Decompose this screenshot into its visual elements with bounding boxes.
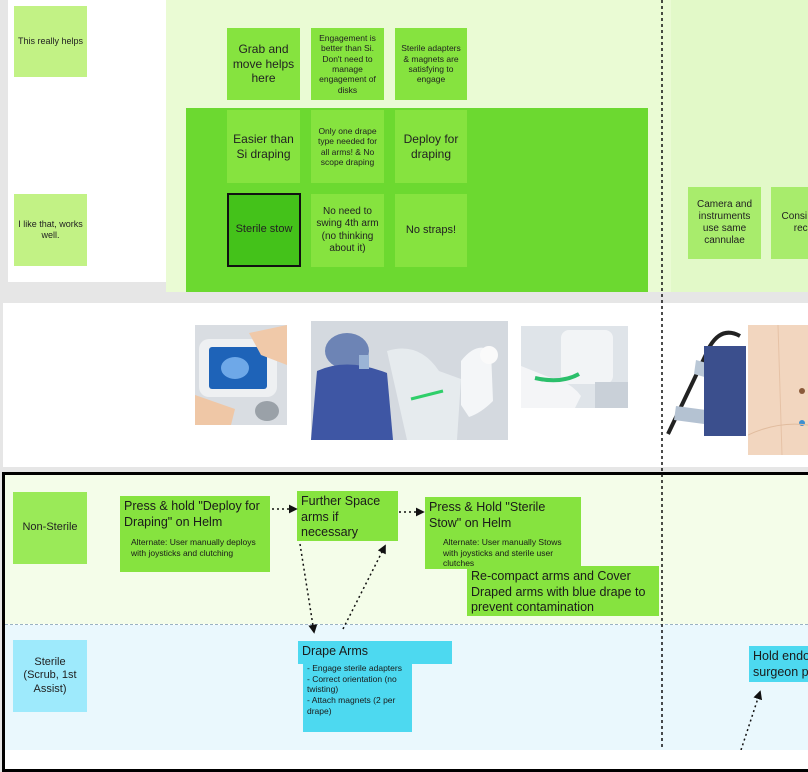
step-sterile-stow-alternate[interactable]: Alternate: User manually Stows with joys… (439, 533, 581, 569)
step-hold-endoscope[interactable]: Hold endo surgeon p (749, 646, 808, 682)
step-drape-arms[interactable]: Drape Arms (298, 641, 452, 664)
note-sterile-stow-selected[interactable]: Sterile stow (227, 193, 301, 267)
step-deploy-alternate-text: Alternate: User manually deploys with jo… (131, 537, 256, 558)
step-drape-arms-details-text: - Engage sterile adapters - Correct orie… (307, 663, 402, 716)
helm-touchscreen-photo (195, 325, 287, 425)
note-grab-and-move[interactable]: Grab and move helps here (227, 28, 300, 100)
step-deploy-alternate[interactable]: Alternate: User manually deploys with jo… (127, 533, 270, 572)
endoscope-handling-photo (666, 326, 746, 436)
note-engagement-better[interactable]: Engagement is better than Si. Don't need… (311, 28, 384, 100)
sterile-adapter-photo (521, 326, 628, 408)
note-camera-and-instruments[interactable]: Camera and instruments use same cannulae (688, 187, 761, 259)
note-deploy-for-draping[interactable]: Deploy for draping (395, 110, 467, 183)
row-label-i-like-that[interactable]: I like that, works well. (14, 194, 87, 266)
row-label-this-really-helps[interactable]: This really helps (14, 6, 87, 77)
step-sterile-stow-title: Press & Hold "Sterile Stow" on Helm (429, 500, 546, 530)
note-consi-sim-reco[interactable]: Consi sim reco (771, 187, 808, 259)
lane-divider (5, 624, 808, 625)
step-further-space-title: Further Space arms if necessary (301, 494, 381, 540)
step-hold-endoscope-title: Hold endo surgeon p (753, 649, 808, 679)
surgeon-draping-photo (311, 321, 508, 440)
step-drape-arms-title: Drape Arms (302, 644, 368, 658)
step-drape-arms-details[interactable]: - Engage sterile adapters - Correct orie… (303, 661, 412, 732)
patient-abdomen-illustration (748, 325, 808, 455)
note-no-straps[interactable]: No straps! (395, 194, 467, 267)
step-further-space-arms[interactable]: Further Space arms if necessary (297, 491, 398, 541)
note-sterile-adapters[interactable]: Sterile adapters & magnets are satisfyin… (395, 28, 467, 100)
step-sterile-stow-alternate-text: Alternate: User manually Stows with joys… (443, 537, 562, 569)
lane-label-sterile[interactable]: Sterile (Scrub, 1st Assist) (13, 640, 87, 712)
note-easier-than-si[interactable]: Easier than Si draping (227, 110, 300, 183)
lane-label-non-sterile[interactable]: Non-Sterile (13, 492, 87, 564)
note-one-drape-type[interactable]: Only one drape type needed for all arms!… (311, 110, 384, 183)
step-recompact-title: Re-compact arms and Cover Draped arms wi… (471, 569, 646, 615)
step-deploy-title: Press & hold "Deploy for Draping" on Hel… (124, 499, 260, 529)
note-no-swing-4th-arm[interactable]: No need to swing 4th arm (no thinking ab… (311, 194, 384, 267)
step-recompact-arms[interactable]: Re-compact arms and Cover Draped arms wi… (467, 566, 659, 616)
